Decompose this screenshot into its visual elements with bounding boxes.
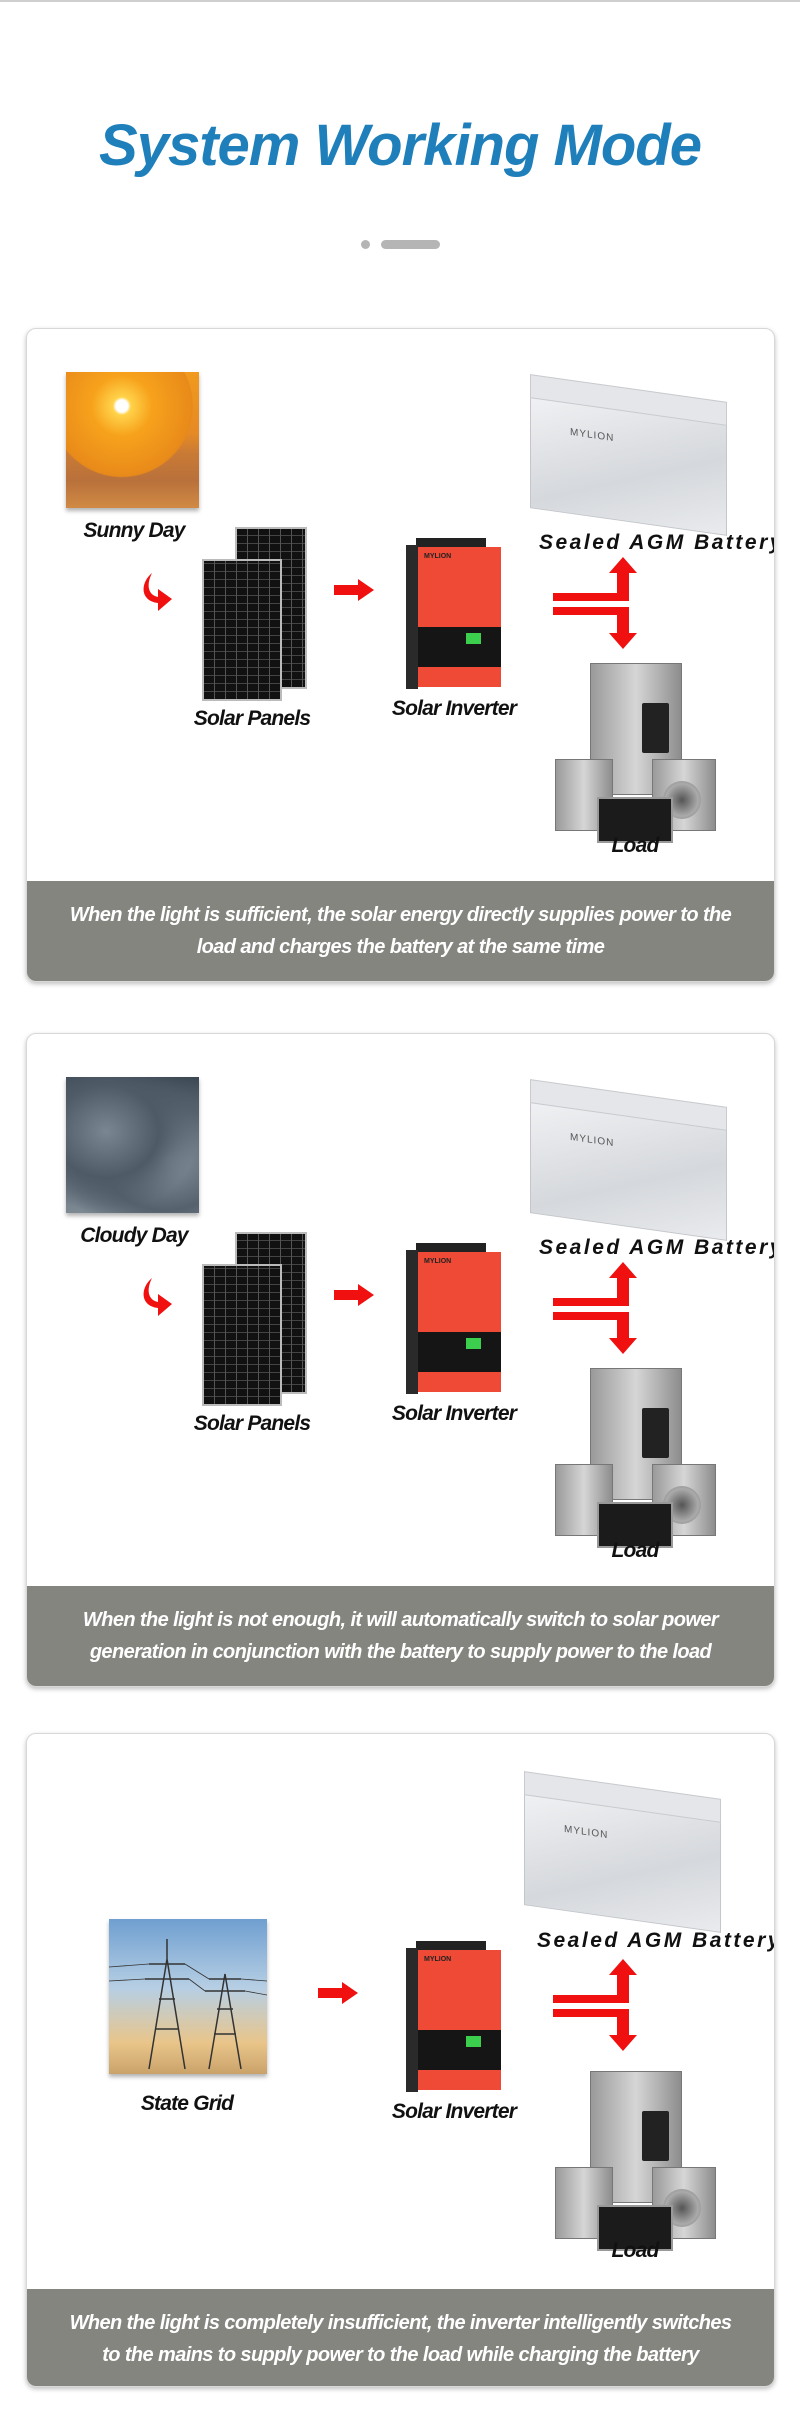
inverter-logo: MYLION — [424, 1258, 452, 1265]
description-line: load and charges the battery at the same… — [196, 936, 605, 958]
inverter-mount — [416, 538, 486, 547]
description-line: When the light is completely insufficien… — [69, 2312, 732, 2334]
inverter-side — [406, 1948, 418, 2092]
inverter-panel — [418, 1332, 501, 1372]
description-line: When the light is not enough, it will au… — [82, 1609, 719, 1631]
cloudy-day-image — [66, 1077, 199, 1213]
load-label: Load — [611, 2239, 660, 2262]
solar-inverter-label: Solar Inverter — [391, 2100, 517, 2123]
load-appliances-image — [555, 1368, 716, 1548]
source-label: State Grid — [140, 2092, 234, 2115]
curved-arrow-icon — [138, 571, 174, 613]
inverter-panel — [418, 627, 501, 667]
battery-label: Sealed AGM Battery — [539, 531, 775, 554]
fridge-display — [642, 703, 669, 753]
description-line: When the light is sufficient, the solar … — [69, 904, 732, 926]
inverter-screen — [466, 1338, 481, 1349]
split-arrows-icon — [553, 1262, 643, 1354]
carousel-dot[interactable] — [361, 240, 370, 249]
load-appliances-image — [555, 663, 716, 843]
mode-description: When the light is not enough, it will au… — [27, 1586, 774, 1686]
solar-panels-label: Solar Panels — [193, 1412, 311, 1435]
mode-description: When the light is sufficient, the solar … — [27, 881, 774, 981]
top-divider — [0, 0, 800, 2]
battery-label: Sealed AGM Battery — [539, 1236, 775, 1259]
arrow-right-icon — [334, 579, 374, 601]
battery-label: Sealed AGM Battery — [537, 1929, 775, 1952]
fridge-display — [642, 2111, 669, 2161]
inverter-logo: MYLION — [424, 553, 452, 560]
solar-inverter-image: MYLION — [406, 1938, 501, 2092]
solar-inverter-image: MYLION — [406, 535, 501, 689]
inverter-mount — [416, 1941, 486, 1950]
inverter-screen — [466, 633, 481, 644]
inverter-side — [406, 1250, 418, 1394]
load-label: Load — [611, 1539, 660, 1562]
solar-inverter-image: MYLION — [406, 1240, 501, 1394]
source-label: Cloudy Day — [80, 1224, 188, 1247]
description-line: to the mains to supply power to the load… — [102, 2344, 699, 2366]
inverter-screen — [466, 2036, 481, 2047]
microwave — [597, 1502, 673, 1548]
arrow-right-icon — [318, 1982, 358, 2004]
state-grid-image — [108, 1919, 268, 2074]
solar-panel-front — [202, 1264, 282, 1406]
source-label: Sunny Day — [83, 519, 185, 542]
inverter-side — [406, 545, 418, 689]
load-appliances-image — [555, 2071, 716, 2251]
fridge-display — [642, 1408, 669, 1458]
sunny-day-image — [66, 372, 199, 508]
curved-arrow-icon — [138, 1276, 174, 1318]
split-arrows-icon — [553, 1959, 643, 2051]
battery-image: MYLION — [524, 1771, 728, 1933]
mode-description: When the light is completely insufficien… — [27, 2289, 774, 2386]
battery-image: MYLION — [530, 374, 734, 536]
load-label: Load — [611, 834, 660, 857]
page-title: System Working Mode — [99, 113, 702, 178]
solar-panels-label: Solar Panels — [193, 707, 311, 730]
inverter-logo: MYLION — [424, 1956, 452, 1963]
microwave — [597, 797, 673, 843]
solar-panel-front — [202, 559, 282, 701]
inverter-mount — [416, 1243, 486, 1252]
carousel-dot-active[interactable] — [381, 240, 440, 249]
split-arrows-icon — [553, 557, 643, 649]
solar-inverter-label: Solar Inverter — [391, 697, 517, 720]
microwave — [597, 2205, 673, 2251]
solar-inverter-label: Solar Inverter — [391, 1402, 517, 1425]
battery-image: MYLION — [530, 1079, 734, 1241]
inverter-panel — [418, 2030, 501, 2070]
arrow-right-icon — [334, 1284, 374, 1306]
description-line: generation in conjunction with the batte… — [89, 1641, 712, 1663]
